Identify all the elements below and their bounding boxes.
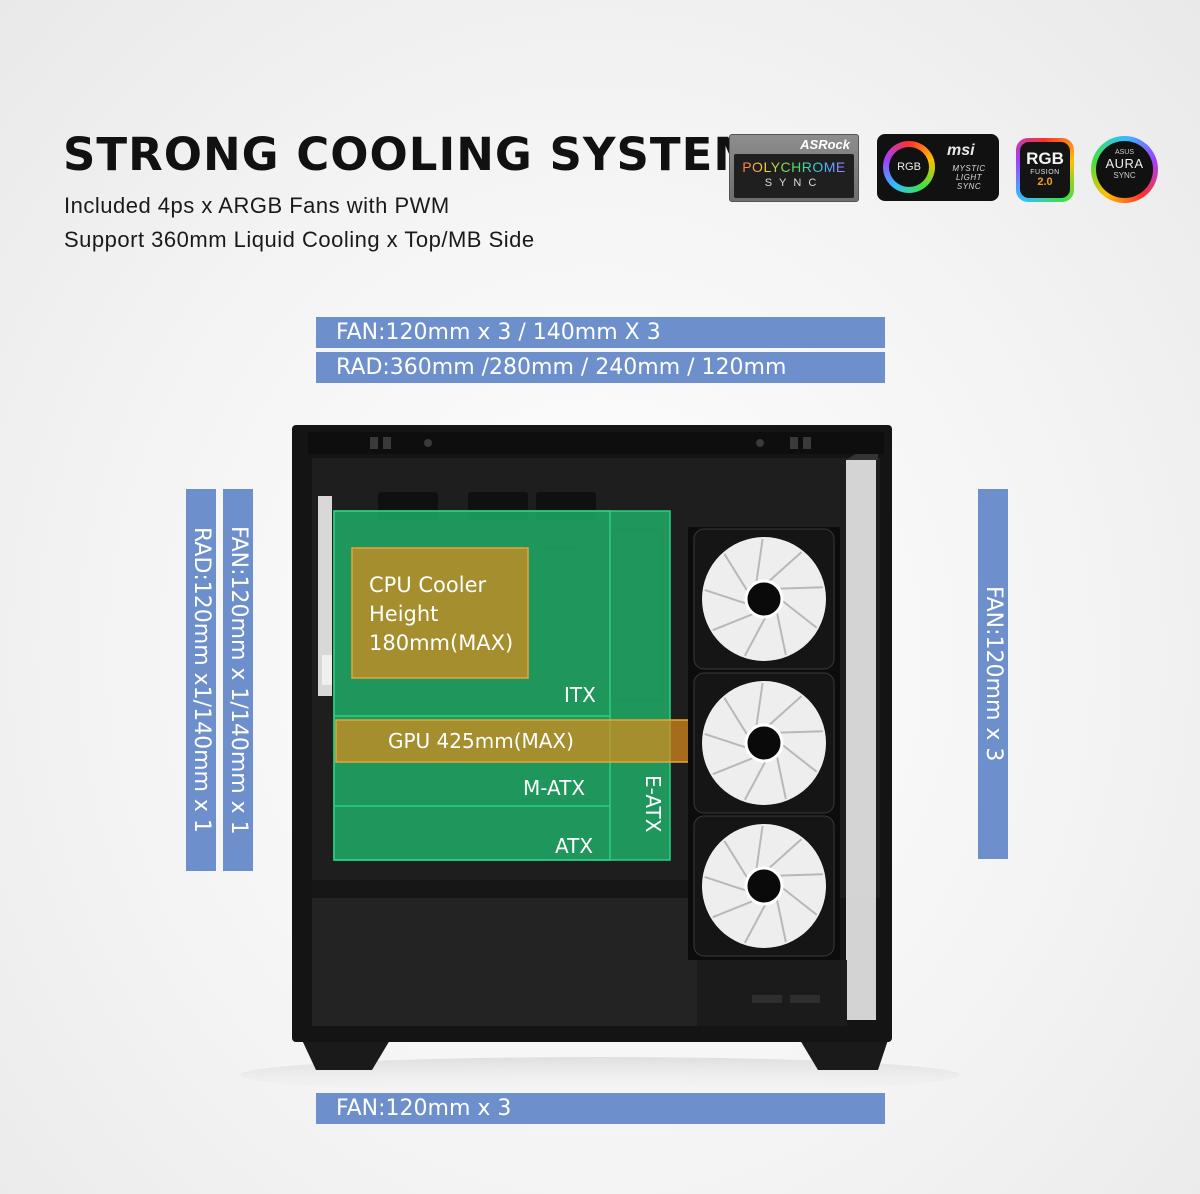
- top-port: [383, 437, 391, 449]
- fan-blade-edge: [704, 733, 750, 750]
- psu-shroud-top: [312, 880, 697, 898]
- front-fan: [693, 815, 835, 957]
- side-radiator-spec-bar: RAD:120mm x1/140mm x 1: [186, 489, 216, 871]
- top-port: [790, 437, 798, 449]
- fan-blade-edge: [704, 876, 750, 893]
- fan-blade-edge: [743, 758, 768, 801]
- fan-blade-edge: [776, 730, 823, 734]
- fan-blade-edge: [723, 553, 750, 595]
- cpu-cooler-height-zone: [351, 547, 529, 679]
- fan-blade-edge: [755, 682, 764, 730]
- fan-blade-edge: [776, 586, 823, 590]
- fan-blade-edge: [779, 742, 818, 773]
- fan-hub: [744, 579, 784, 619]
- fan-blade-edge: [776, 873, 823, 877]
- side-radiator-spec-text: RAD:120mm x1/140mm x 1: [189, 527, 214, 833]
- fan-blade-edge: [775, 609, 787, 656]
- matx-label: M-ATX: [523, 776, 586, 800]
- top-port: [370, 437, 378, 449]
- asrock-brand: ASRock: [800, 137, 850, 152]
- rgb-fusion-logo: RGB FUSION 2.0: [1016, 138, 1074, 202]
- fan-blade-edge: [743, 614, 768, 657]
- lower-bay: [697, 960, 847, 1026]
- front-fan-stack: [693, 528, 835, 957]
- fan-hub: [744, 723, 784, 763]
- asus-aura-text: AURA: [1105, 156, 1144, 171]
- fan-blade-edge: [766, 551, 803, 584]
- floor-shadow: [240, 1057, 960, 1093]
- rgb-fusion-rgb-text: RGB: [1026, 149, 1064, 168]
- fan-blade-edge: [755, 825, 764, 873]
- top-vent: [308, 432, 884, 454]
- msi-mystic-text: MYSTIC: [952, 164, 986, 173]
- bay-slot: [790, 995, 820, 1003]
- msi-brand: msi: [947, 142, 975, 159]
- bottom-fan-spec-bar: FAN:120mm x 3: [316, 1093, 885, 1124]
- msi-sync-text: SYNC: [956, 182, 982, 191]
- fan-blade-edge: [775, 753, 787, 800]
- front-fan-spec-text: FAN:120mm x 3: [981, 586, 1006, 762]
- gpu-length-label: GPU 425mm(MAX): [388, 729, 574, 753]
- asrock-polychrome-text: POLYCHROME: [734, 159, 854, 175]
- case-foot-right: [800, 1040, 888, 1070]
- glass-panel-edge: [846, 460, 876, 1020]
- atx-board-outline: [333, 510, 611, 861]
- front-fan-spec-bar: FAN:120mm x 3: [978, 489, 1008, 859]
- cpu-cooler-label-line3: 180mm(MAX): [369, 631, 514, 655]
- itx-label: ITX: [564, 683, 596, 707]
- asus-brand: ASUS: [1114, 149, 1135, 156]
- fan-blade-edge: [723, 840, 750, 882]
- fan-blade-edge: [712, 611, 757, 632]
- msi-mystic-light-logo: RGB msi MYSTIC LIGHT SYNC: [877, 134, 999, 201]
- subtitle-cooling: Support 360mm Liquid Cooling x Top/MB Si…: [64, 227, 535, 252]
- cpu-cooler-label: CPU Cooler Height 180mm(MAX): [369, 571, 529, 658]
- top-fan-spec-bar: FAN:120mm x 3 / 140mm X 3: [316, 317, 885, 348]
- fan-blade-edge: [712, 755, 757, 776]
- fan-blade-edge: [766, 838, 803, 871]
- cpu-cooler-label-line1: CPU Cooler: [369, 573, 487, 597]
- asus-sync-text: SYNC: [1113, 171, 1136, 180]
- fan-blade-edge: [723, 697, 750, 739]
- cable-grommet: [611, 529, 663, 701]
- fan-blade-edge: [779, 598, 818, 629]
- asus-aura-sync-logo: ASUS AURA SYNC: [1091, 136, 1158, 203]
- bay-slot: [752, 995, 782, 1003]
- top-port: [803, 437, 811, 449]
- psu-shroud: [312, 898, 697, 1026]
- fan-blade-edge: [775, 896, 787, 943]
- atx-label: ATX: [555, 834, 594, 858]
- front-fan: [693, 528, 835, 670]
- asrock-polychrome-logo: ASRock POLYCHROME SYNC: [729, 134, 859, 202]
- reset-button: [756, 439, 764, 447]
- top-radiator-spec-bar: RAD:360mm /280mm / 240mm / 120mm: [316, 352, 885, 383]
- fan-blade-edge: [766, 695, 803, 728]
- msi-rgb-badge: RGB: [889, 147, 929, 187]
- side-fan-spec-bar: FAN:120mm x 1/140mm x 1: [223, 489, 253, 871]
- fan-hub: [744, 866, 784, 906]
- fan-blade-edge: [743, 901, 768, 944]
- side-fan-spec-text: FAN:120mm x 1/140mm x 1: [226, 525, 251, 835]
- eatx-label: E-ATX: [641, 775, 665, 833]
- cpu-cooler-label-line2: Height: [369, 602, 439, 626]
- rear-io-bracket: [318, 496, 332, 696]
- fan-blade-edge: [712, 898, 757, 919]
- front-fan: [693, 672, 835, 814]
- page-title: STRONG COOLING SYSTEM: [63, 128, 760, 181]
- msi-light-text: LIGHT: [955, 173, 983, 182]
- rear-port: [322, 655, 332, 685]
- asrock-sync-text: SYNC: [764, 177, 824, 189]
- subtitle-fans: Included 4ps x ARGB Fans with PWM: [64, 193, 450, 218]
- case-foot-left: [302, 1040, 390, 1070]
- fan-blade-edge: [755, 538, 764, 586]
- fan-blade-edge: [779, 885, 818, 916]
- rgb-fusion-text: FUSION: [1030, 169, 1060, 176]
- rgb-fusion-version: 2.0: [1037, 176, 1053, 188]
- fan-blade-edge: [704, 589, 750, 606]
- power-button: [424, 439, 432, 447]
